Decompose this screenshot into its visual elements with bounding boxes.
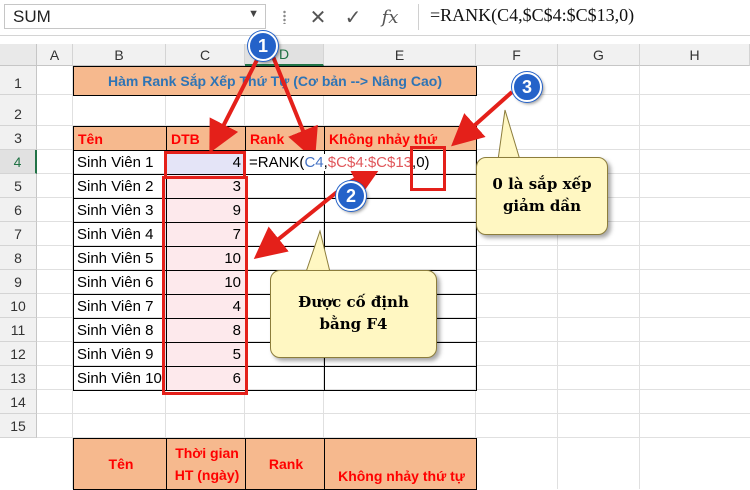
cell-rank[interactable]	[245, 198, 325, 223]
column-header-g[interactable]: G	[558, 44, 640, 66]
cell-name[interactable]: Sinh Viên 7	[73, 294, 167, 319]
formula-suffix: ,0)	[412, 154, 430, 171]
cell-no-skip[interactable]	[324, 222, 477, 247]
row-header-7[interactable]: 7	[0, 222, 37, 246]
row-header-4[interactable]: 4	[0, 150, 37, 174]
gridline-horizontal	[37, 221, 750, 222]
name-box-value: SUM	[13, 7, 51, 26]
cell-name[interactable]: Sinh Viên 9	[73, 342, 167, 367]
header-name[interactable]: Tên	[73, 126, 167, 151]
row-header-14[interactable]: 14	[0, 390, 37, 414]
select-all-corner[interactable]	[0, 44, 37, 66]
gridline-vertical	[557, 66, 558, 489]
gridline-horizontal	[37, 389, 750, 390]
cell-rank[interactable]	[245, 246, 325, 271]
chevron-down-icon[interactable]: ▼	[248, 8, 259, 20]
check-icon[interactable]: ✓	[344, 6, 362, 29]
gridline-horizontal	[37, 125, 750, 126]
cell-name[interactable]: Sinh Viên 3	[73, 198, 167, 223]
close-icon[interactable]: ✕	[309, 6, 327, 29]
gridline-vertical	[72, 66, 73, 489]
table2-header-name[interactable]: Tên	[73, 438, 167, 490]
sheet-title[interactable]: Hàm Rank Sắp Xếp Thứ Tự (Cơ bản --> Nâng…	[73, 66, 477, 96]
badge-2: 2	[336, 181, 366, 211]
column-header-h[interactable]: H	[640, 44, 750, 66]
cell-rank[interactable]	[245, 222, 325, 247]
column-header-e[interactable]: E	[324, 44, 476, 66]
badge-1: 1	[248, 31, 278, 61]
cell-no-skip[interactable]	[324, 366, 477, 391]
column-header-f[interactable]: F	[476, 44, 558, 66]
highlight-range	[162, 176, 248, 395]
row-header-5[interactable]: 5	[0, 174, 37, 198]
highlight-zero	[410, 146, 446, 191]
cell-name[interactable]: Sinh Viên 6	[73, 270, 167, 295]
cell-name[interactable]: Sinh Viên 5	[73, 246, 167, 271]
gridline-horizontal	[37, 245, 750, 246]
formula-bar-divider	[418, 4, 419, 30]
callout-fixed-f4: Được cố định bằng F4	[270, 270, 437, 358]
header-no-skip[interactable]: Không nhảy thứ	[324, 126, 477, 151]
gridline-horizontal	[37, 269, 750, 270]
fx-icon[interactable]: fx	[381, 6, 399, 28]
cell-rank[interactable]	[245, 174, 325, 199]
cell-name[interactable]: Sinh Viên 4	[73, 222, 167, 247]
gridline-horizontal	[37, 173, 750, 174]
table2-header-rank[interactable]: Rank	[245, 438, 325, 490]
badge-3: 3	[512, 72, 542, 102]
row-header-10[interactable]: 10	[0, 294, 37, 318]
header-rank[interactable]: Rank	[245, 126, 325, 151]
cell-dtb[interactable]: 6	[166, 366, 246, 391]
column-header-c[interactable]: C	[166, 44, 245, 66]
table2-header-no-skip[interactable]: Không nhảy thứ tự	[324, 438, 477, 490]
cell-name[interactable]: Sinh Viên 2	[73, 174, 167, 199]
row-header-3[interactable]: 3	[0, 126, 37, 150]
row-header-1[interactable]: 1	[0, 66, 37, 95]
formula-bar: SUM ▼ ✕ ✓ fx =RANK(C4,$C$4:$C$13,0)	[0, 0, 750, 36]
name-box[interactable]: SUM ▼	[4, 4, 266, 29]
row-header-6[interactable]: 6	[0, 198, 37, 222]
gridline-horizontal	[37, 365, 750, 366]
row-header-2[interactable]: 2	[0, 95, 37, 126]
cell-rank[interactable]	[245, 366, 325, 391]
gridline-vertical	[165, 66, 166, 489]
gridline-vertical	[639, 66, 640, 489]
cell-name[interactable]: Sinh Viên 10	[73, 366, 167, 391]
cell-name[interactable]: Sinh Viên 8	[73, 318, 167, 343]
column-header-a[interactable]: A	[37, 44, 73, 66]
row-header-12[interactable]: 12	[0, 342, 37, 366]
row-header-11[interactable]: 11	[0, 318, 37, 342]
drag-handle-icon[interactable]	[283, 10, 286, 24]
column-header-b[interactable]: B	[73, 44, 166, 66]
formula-range: $C$4:$C$13	[327, 154, 413, 171]
cell-dtb[interactable]: 4	[166, 294, 246, 319]
gridline-horizontal	[37, 197, 750, 198]
formula-input[interactable]: =RANK(C4,$C$4:$C$13,0)	[430, 5, 635, 25]
gridline-horizontal	[37, 413, 750, 414]
gridline-vertical	[475, 66, 476, 489]
header-dtb[interactable]: DTB	[166, 126, 246, 151]
callout-zero-descending: 0 là sắp xếp giảm dần	[476, 157, 608, 235]
formula-comma: ,	[323, 154, 328, 171]
row-header-13[interactable]: 13	[0, 366, 37, 390]
cell-rank-editing[interactable]: =RANK(C4,$C$4:$C$13,0)	[245, 150, 430, 175]
highlight-c4	[164, 151, 246, 179]
cell-no-skip[interactable]	[324, 246, 477, 271]
gridline-horizontal	[37, 437, 750, 438]
row-header-15[interactable]: 15	[0, 414, 37, 438]
formula-prefix: =RANK(	[249, 154, 305, 171]
row-header-9[interactable]: 9	[0, 270, 37, 294]
cell-dtb[interactable]: 10	[166, 246, 246, 271]
table2-header-time[interactable]: Thời gian HT (ngày)	[166, 438, 246, 490]
row-header-8[interactable]: 8	[0, 246, 37, 270]
formula-ref: C4	[304, 154, 324, 171]
cell-name[interactable]: Sinh Viên 1	[73, 150, 167, 175]
cell-dtb[interactable]: 10	[166, 270, 246, 295]
